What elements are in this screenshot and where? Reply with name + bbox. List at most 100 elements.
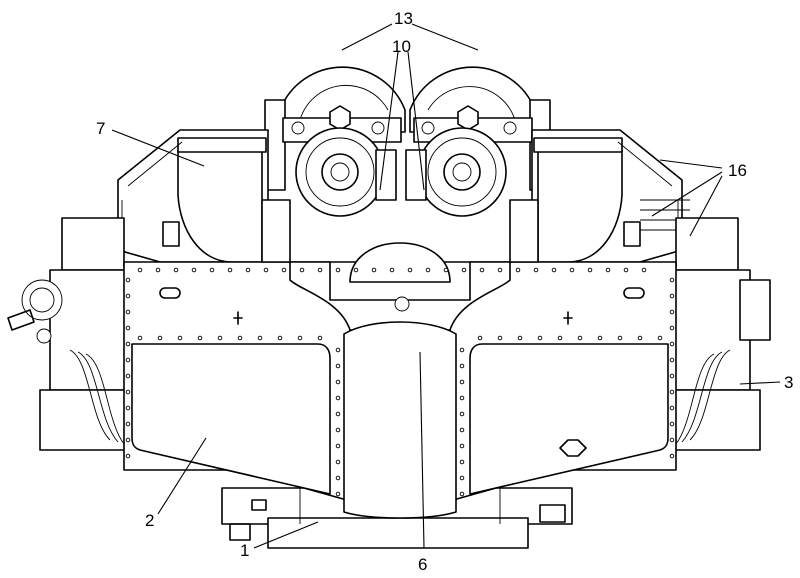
rivet-dot (517, 335, 523, 341)
rivet-dot (227, 267, 233, 273)
rivet-dot (335, 459, 341, 465)
right-hopper (531, 129, 690, 263)
rivet-dot (125, 453, 131, 459)
rivet-dots (125, 267, 675, 497)
rivet-dot (537, 335, 543, 341)
rivet-dot (605, 267, 611, 273)
rivet-dot (669, 437, 675, 443)
rivet-dot (637, 335, 643, 341)
rivet-dot (335, 411, 341, 417)
right-roller (405, 127, 507, 217)
rivet-dot (641, 267, 647, 273)
rivet-dot (497, 267, 503, 273)
rivet-dot (125, 389, 131, 395)
rivet-dot (669, 373, 675, 379)
rivet-dot (335, 443, 341, 449)
rivet-dot (125, 341, 131, 347)
rivet-dot (335, 363, 341, 369)
rivet-dot (125, 325, 131, 331)
rivet-dot (669, 341, 675, 347)
rivet-dot (477, 335, 483, 341)
callout-1: 1 (240, 541, 249, 560)
center-dome (349, 242, 451, 312)
rivet-dot (335, 427, 341, 433)
rivet-dot (297, 335, 303, 341)
rivet-dot (263, 267, 269, 273)
rivet-dot (137, 335, 143, 341)
rivet-dot (459, 459, 465, 465)
callout-3: 3 (784, 373, 793, 392)
rivet-dot (669, 405, 675, 411)
rivet-dot (155, 267, 161, 273)
rivet-dot (669, 325, 675, 331)
rivet-dot (335, 475, 341, 481)
rivet-dot (125, 405, 131, 411)
rivet-dot (237, 335, 243, 341)
rivet-dot (197, 335, 203, 341)
rivet-dot (277, 335, 283, 341)
left-roller (295, 127, 397, 217)
rivet-dot (459, 491, 465, 497)
rivet-dot (669, 277, 675, 283)
callout-16: 16 (728, 161, 747, 180)
rivet-dot (657, 335, 663, 341)
rivet-dot (281, 267, 287, 273)
rivet-dot (125, 309, 131, 315)
rivet-dot (299, 267, 305, 273)
leader-lines (111, 23, 781, 549)
rivet-dot (125, 373, 131, 379)
rivet-dot (617, 335, 623, 341)
left-door-panel (131, 343, 331, 495)
rivet-dot (669, 293, 675, 299)
rivet-dot (209, 267, 215, 273)
rivet-dot (557, 335, 563, 341)
rivet-dot (515, 267, 521, 273)
rivet-dot (669, 421, 675, 427)
right-door-panel (469, 343, 669, 495)
rivet-dot (497, 335, 503, 341)
rivet-dot (459, 475, 465, 481)
rivet-dot (459, 363, 465, 369)
rivet-dot (353, 267, 359, 273)
rivet-dot (217, 335, 223, 341)
rivet-dot (125, 293, 131, 299)
rivet-dot (335, 267, 341, 273)
rivet-dot (569, 267, 575, 273)
right-drum-cover (409, 66, 536, 133)
rivet-dot (459, 347, 465, 353)
rivet-dot (669, 357, 675, 363)
callout-7: 7 (96, 119, 105, 138)
rivet-dot (551, 267, 557, 273)
right-side-gearbox (671, 217, 771, 451)
rivet-dot (459, 411, 465, 417)
rivet-dot (317, 335, 323, 341)
rivet-dot (371, 267, 377, 273)
rivet-dot (191, 267, 197, 273)
rivet-dot (459, 427, 465, 433)
rivet-dot (317, 267, 323, 273)
rivet-dot (125, 437, 131, 443)
rivet-dot (335, 379, 341, 385)
rivet-dot (335, 395, 341, 401)
rivet-dot (125, 421, 131, 427)
rivet-dot (459, 395, 465, 401)
rivet-dot (173, 267, 179, 273)
rivet-dot (479, 267, 485, 273)
rivet-dot (389, 267, 395, 273)
rivet-dot (425, 267, 431, 273)
rivet-dot (257, 335, 263, 341)
rivet-dot (587, 267, 593, 273)
rivet-dot (669, 309, 675, 315)
rivet-dot (669, 389, 675, 395)
callouts: 13 10 7 16 3 2 1 6 (96, 9, 793, 574)
rivet-dot (623, 267, 629, 273)
rivet-dot (137, 267, 143, 273)
rivet-dot (125, 357, 131, 363)
rivet-dot (459, 379, 465, 385)
callout-13: 13 (394, 9, 413, 28)
callout-6: 6 (418, 555, 427, 574)
callout-2: 2 (145, 511, 154, 530)
rivet-dot (669, 453, 675, 459)
